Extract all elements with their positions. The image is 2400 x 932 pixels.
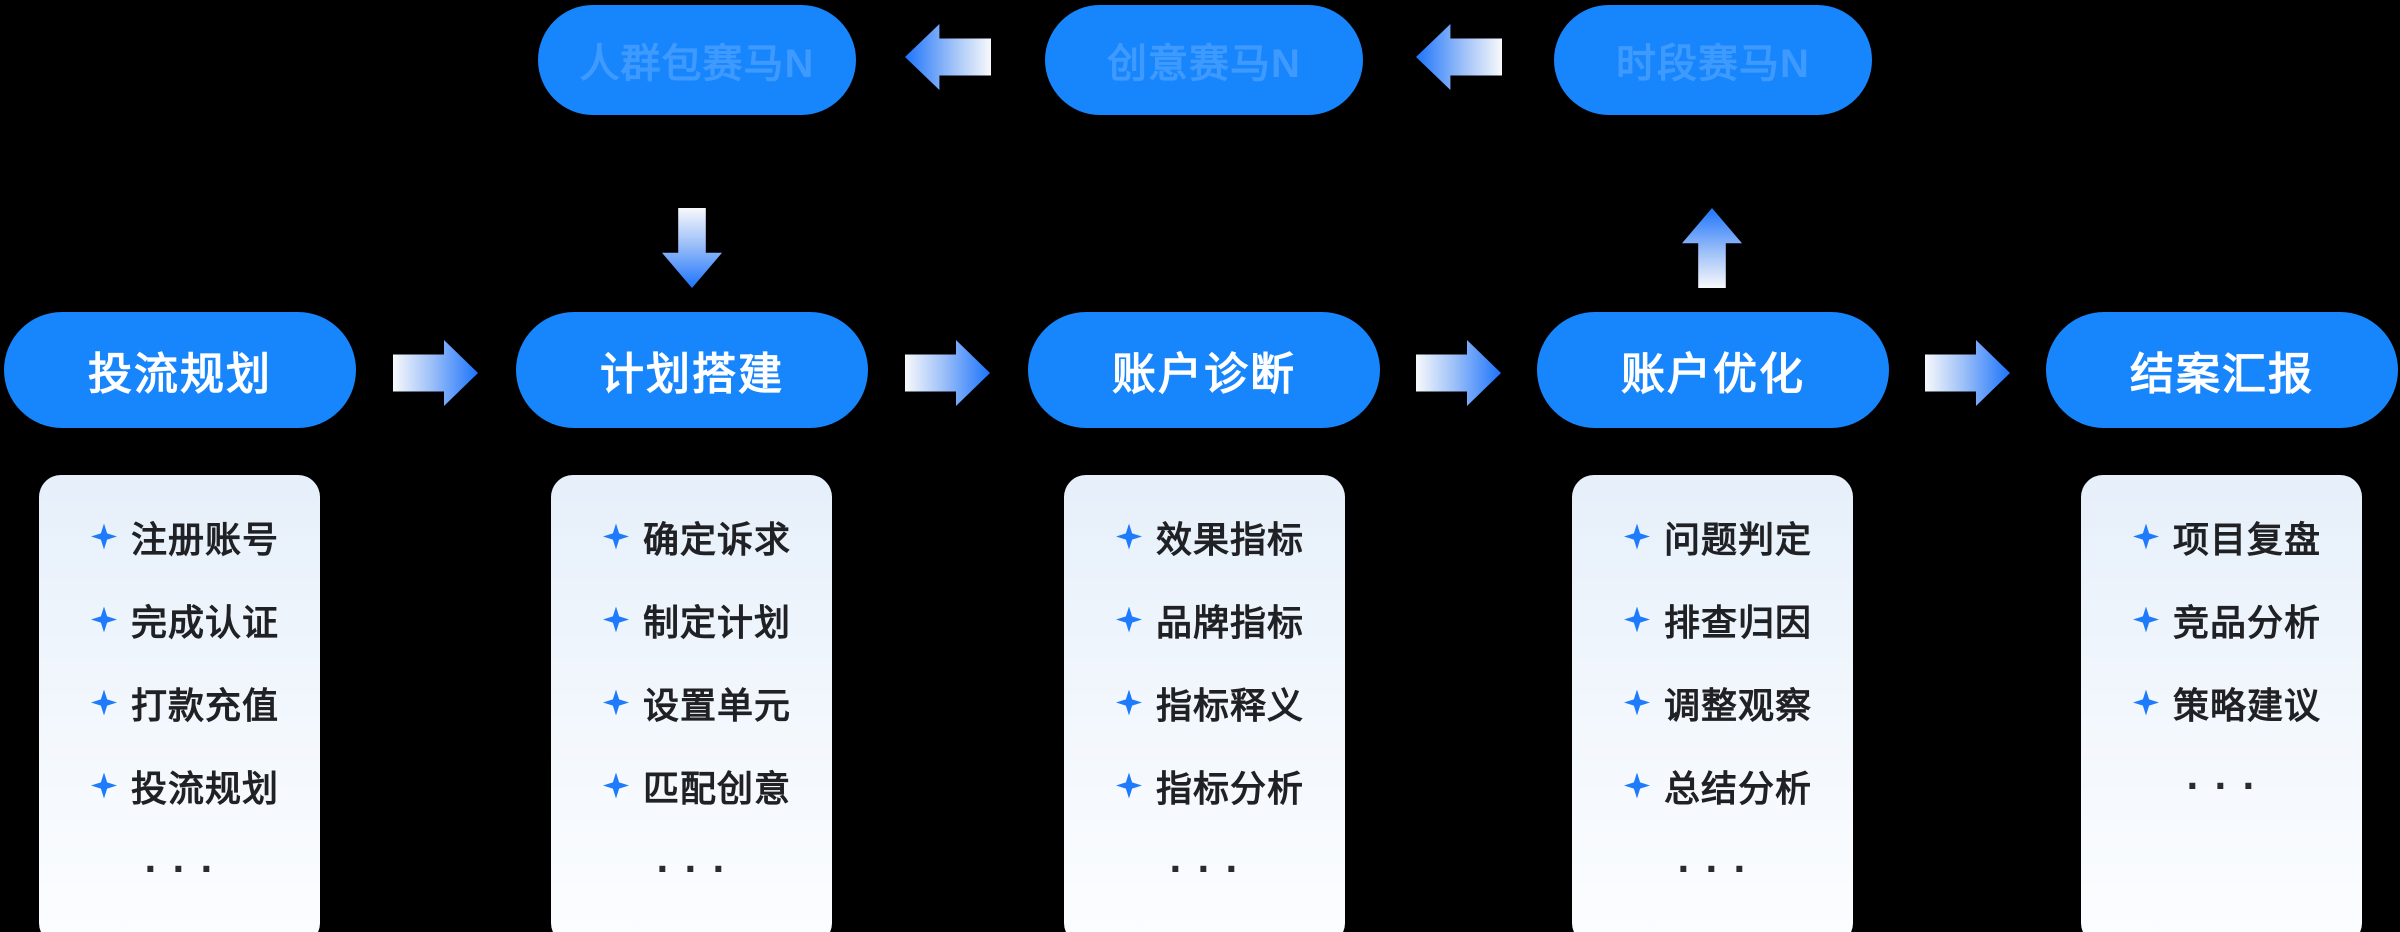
list-item-label: 打款充值 (131, 684, 280, 726)
list-item-label: 注册账号 (131, 518, 280, 560)
diamond-bullet-icon (1116, 772, 1142, 799)
list-item-label: 匹配创意 (643, 767, 792, 809)
stage-account-diagnosis-label: 账户诊断 (1112, 350, 1296, 399)
diamond-bullet-icon (1624, 772, 1650, 799)
list-item-label: 确定诉求 (643, 518, 792, 560)
node-timeslot-race: 时段赛马N (1554, 5, 1872, 115)
node-creative-race-label: 创意赛马N (1107, 42, 1301, 86)
list-item-label: 制定计划 (643, 601, 792, 643)
more-items-ellipsis: ··· (2081, 744, 2362, 827)
list-item: 指标释义 (1064, 661, 1345, 744)
diamond-bullet-icon (603, 606, 629, 633)
card-account-diagnosis: 效果指标 品牌指标 指标释义 指标分析 ··· (1064, 475, 1345, 932)
more-items-ellipsis: ··· (551, 827, 832, 910)
card-final-report: 项目复盘 竞品分析 策略建议 ··· (2081, 475, 2362, 932)
diamond-bullet-icon (1624, 523, 1650, 550)
diamond-bullet-icon (91, 772, 117, 799)
diamond-bullet-icon (2133, 523, 2159, 550)
diamond-bullet-icon (2133, 689, 2159, 716)
diamond-bullet-icon (603, 772, 629, 799)
stage-planning: 投流规划 (4, 312, 356, 428)
diamond-bullet-icon (603, 523, 629, 550)
arrow-right-icon (1416, 340, 1501, 406)
list-item-label: 品牌指标 (1156, 601, 1305, 643)
list-item-label: 问题判定 (1664, 518, 1813, 560)
list-item: 指标分析 (1064, 744, 1345, 827)
diamond-bullet-icon (91, 689, 117, 716)
more-items-ellipsis: ··· (1572, 827, 1853, 910)
list-item: 完成认证 (39, 578, 320, 661)
list-item: 效果指标 (1064, 495, 1345, 578)
card-campaign-setup: 确定诉求 制定计划 设置单元 匹配创意 ··· (551, 475, 832, 932)
stage-campaign-setup-label: 计划搭建 (600, 350, 784, 399)
list-item-label: 排查归因 (1664, 601, 1813, 643)
node-audience-race-label: 人群包赛马N (579, 42, 815, 86)
stage-planning-label: 投流规划 (88, 350, 272, 399)
diamond-bullet-icon (91, 523, 117, 550)
list-item-label: 竞品分析 (2173, 601, 2322, 643)
list-item-label: 指标释义 (1156, 684, 1305, 726)
ellipsis-label: ··· (1677, 844, 1762, 892)
stage-account-optimization-label: 账户优化 (1621, 350, 1805, 399)
list-item: 设置单元 (551, 661, 832, 744)
ellipsis-label: ··· (2186, 761, 2271, 809)
node-creative-race: 创意赛马N (1045, 5, 1363, 115)
more-items-ellipsis: ··· (39, 827, 320, 910)
list-item: 竞品分析 (2081, 578, 2362, 661)
list-item-label: 调整观察 (1664, 684, 1813, 726)
diamond-bullet-icon (1116, 689, 1142, 716)
stage-final-report-label: 结案汇报 (2130, 350, 2314, 399)
diamond-bullet-icon (91, 606, 117, 633)
list-item: 打款充值 (39, 661, 320, 744)
list-item-label: 投流规划 (131, 767, 280, 809)
node-audience-race: 人群包赛马N (538, 5, 856, 115)
list-item-label: 总结分析 (1664, 767, 1813, 809)
list-item: 问题判定 (1572, 495, 1853, 578)
list-item: 调整观察 (1572, 661, 1853, 744)
arrow-right-icon (905, 340, 990, 406)
list-item: 排查归因 (1572, 578, 1853, 661)
stage-account-diagnosis: 账户诊断 (1028, 312, 1380, 428)
list-item: 品牌指标 (1064, 578, 1345, 661)
arrow-right-icon (1925, 340, 2010, 406)
diamond-bullet-icon (603, 689, 629, 716)
diamond-bullet-icon (1624, 689, 1650, 716)
arrow-left-icon (1416, 24, 1502, 90)
list-item: 投流规划 (39, 744, 320, 827)
node-timeslot-race-label: 时段赛马N (1616, 42, 1810, 86)
stage-account-optimization: 账户优化 (1537, 312, 1889, 428)
list-item: 确定诉求 (551, 495, 832, 578)
list-item-label: 项目复盘 (2173, 518, 2322, 560)
list-item: 注册账号 (39, 495, 320, 578)
list-item-label: 效果指标 (1156, 518, 1305, 560)
arrow-down-icon (662, 208, 722, 288)
ellipsis-label: ··· (1169, 844, 1254, 892)
list-item: 策略建议 (2081, 661, 2362, 744)
list-item: 总结分析 (1572, 744, 1853, 827)
stage-final-report: 结案汇报 (2046, 312, 2398, 428)
ellipsis-label: ··· (144, 844, 229, 892)
diamond-bullet-icon (1624, 606, 1650, 633)
list-item-label: 设置单元 (643, 684, 792, 726)
list-item: 匹配创意 (551, 744, 832, 827)
diamond-bullet-icon (1116, 606, 1142, 633)
diamond-bullet-icon (2133, 606, 2159, 633)
list-item-label: 策略建议 (2173, 684, 2322, 726)
list-item-label: 完成认证 (131, 601, 280, 643)
ellipsis-label: ··· (656, 844, 741, 892)
stage-campaign-setup: 计划搭建 (516, 312, 868, 428)
diamond-bullet-icon (1116, 523, 1142, 550)
more-items-ellipsis: ··· (1064, 827, 1345, 910)
arrow-left-icon (905, 24, 991, 90)
list-item: 制定计划 (551, 578, 832, 661)
card-planning: 注册账号 完成认证 打款充值 投流规划 ··· (39, 475, 320, 932)
list-item: 项目复盘 (2081, 495, 2362, 578)
card-account-optimization: 问题判定 排查归因 调整观察 总结分析 ··· (1572, 475, 1853, 932)
list-item-label: 指标分析 (1156, 767, 1305, 809)
arrow-up-icon (1682, 208, 1742, 288)
arrow-right-icon (393, 340, 478, 406)
